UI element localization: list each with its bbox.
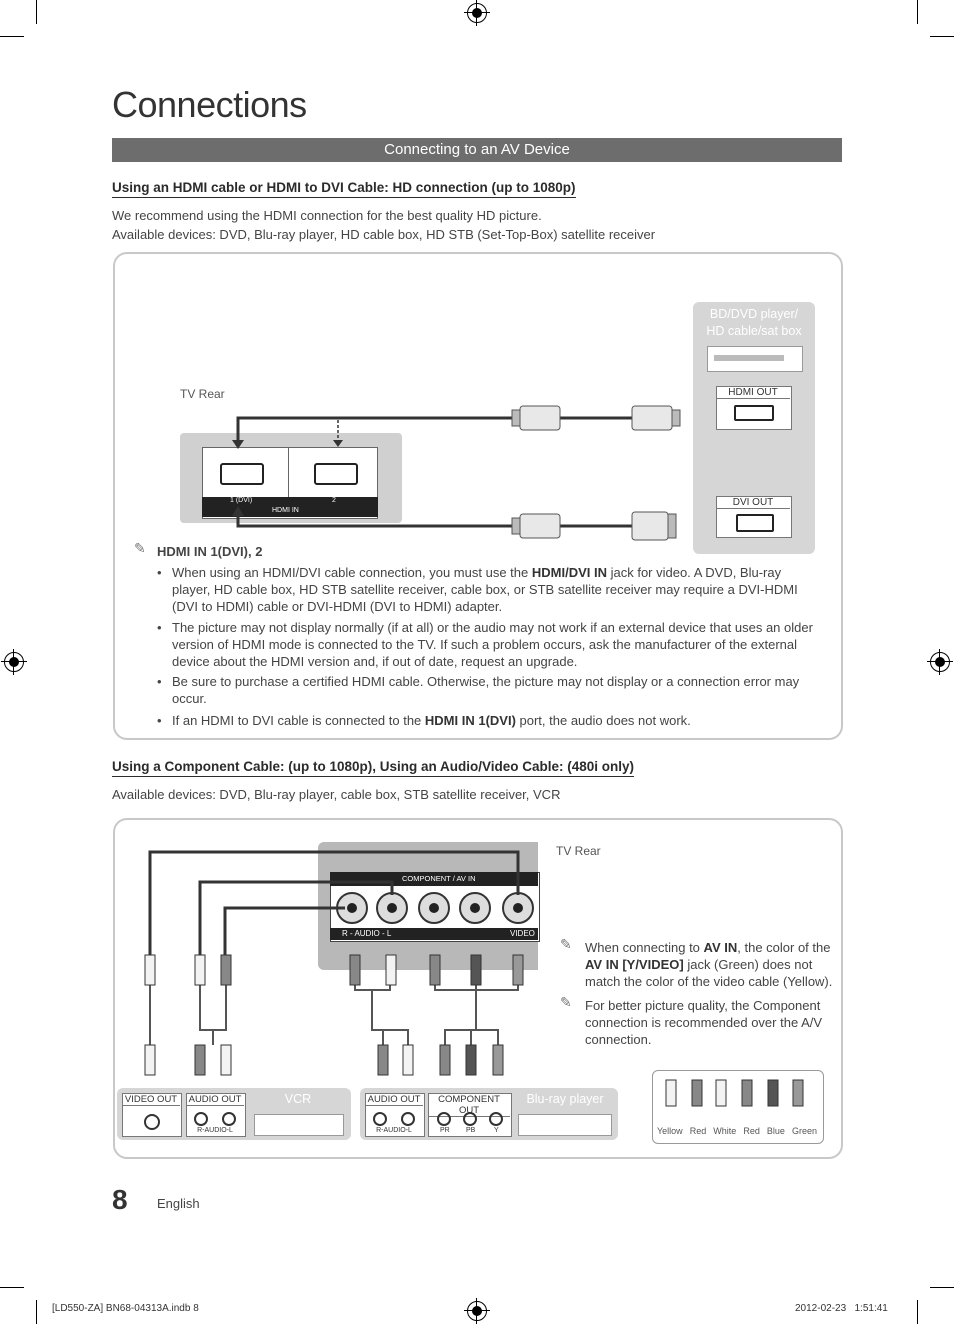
y-jack-icon xyxy=(489,1112,503,1126)
component-panel-label: COMPONENT / AV IN xyxy=(402,874,476,883)
note1-text-mid: , the color of the xyxy=(737,940,831,955)
hdmi-out-port-box xyxy=(716,386,792,430)
hdmi-port-2-icon xyxy=(314,463,358,485)
legend-plugs xyxy=(665,1079,804,1107)
bluray-audio-jack-l-icon xyxy=(401,1112,415,1126)
note1-text-end: jack (Green) does not match the color of… xyxy=(585,957,833,989)
hdmi-intro-1: We recommend using the HDMI connection f… xyxy=(112,208,542,223)
video-out-label: VIDEO OUT xyxy=(122,1094,180,1106)
hdmi-label-strip xyxy=(202,497,378,517)
legend-yellow: Yellow xyxy=(657,1126,683,1136)
legend-green: Green xyxy=(791,1126,817,1136)
dvd-player-image xyxy=(707,346,803,372)
footer-file-info: [LD550-ZA] BN68-04313A.indb 8 xyxy=(52,1303,199,1314)
crop-mark xyxy=(917,1300,918,1324)
registration-mark-icon xyxy=(1,649,27,675)
component-tv-rear-label: TV Rear xyxy=(556,844,601,858)
registration-mark-icon xyxy=(927,649,953,675)
bluray-image xyxy=(518,1114,612,1136)
vcr-r-audio-l: R-AUDIO-L xyxy=(197,1127,233,1134)
note1-bold-1: AV IN xyxy=(703,940,738,955)
hdmi-out-port-icon xyxy=(734,405,774,421)
vcr-audio-out-box xyxy=(186,1093,246,1137)
legend-white: White xyxy=(713,1126,737,1136)
hdmi-bullet-1-text: When using an HDMI/DVI cable connection,… xyxy=(172,565,532,580)
note1-bold-2: AV IN [Y/VIDEO] xyxy=(585,957,684,972)
bluray-audio-jack-r-icon xyxy=(373,1112,387,1126)
bluray-r-audio-l: R-AUDIO-L xyxy=(376,1127,412,1134)
dvi-out-label: DVI OUT xyxy=(716,497,790,509)
note-pencil-icon: ✎ xyxy=(134,540,146,556)
crop-mark xyxy=(0,1287,24,1288)
hdmi-cable-diagram xyxy=(232,405,681,541)
source-device-label: BD/DVD player/ HD cable/sat box xyxy=(693,306,815,340)
source-device-line2: HD cable/sat box xyxy=(706,324,802,338)
pr-jack-icon xyxy=(437,1112,451,1126)
hdmi-port-1-icon xyxy=(220,463,264,485)
vcr-audio-jack-r-icon xyxy=(194,1112,208,1126)
note-pencil-icon: ✎ xyxy=(560,994,572,1010)
crop-mark xyxy=(36,0,37,24)
legend-blue: Blue xyxy=(766,1126,785,1136)
port-divider xyxy=(288,447,289,497)
bluray-audio-out-label: AUDIO OUT xyxy=(365,1094,423,1106)
registration-mark-icon xyxy=(464,1298,490,1324)
hdmi-bullet-4: If an HDMI to DVI cable is connected to … xyxy=(157,712,822,729)
note-pencil-icon: ✎ xyxy=(560,936,572,952)
r-audio-l-label: R - AUDIO - L xyxy=(342,929,392,938)
component-intro: Available devices: DVD, Blu-ray player, … xyxy=(112,787,561,802)
hdmi-port-1-label: 1 (DVI) xyxy=(230,497,253,504)
pr-label: PR xyxy=(440,1127,450,1134)
hdmi-intro-2: Available devices: DVD, Blu-ray player, … xyxy=(112,227,656,242)
footer-timestamp: 2012-02-23 1:51:41 xyxy=(795,1303,888,1314)
crop-mark xyxy=(930,36,954,37)
component-heading: Using a Component Cable: (up to 1080p), … xyxy=(112,759,635,777)
hdmi-bullet-1-bold: HDMI/DVI IN xyxy=(531,565,607,580)
vcr-image xyxy=(254,1114,344,1136)
section-bar: Connecting to an AV Device xyxy=(112,138,842,162)
vcr-audio-jack-l-icon xyxy=(222,1112,236,1126)
bluray-label: Blu-ray player xyxy=(526,1092,604,1106)
hdmi-bullet-4-bold: HDMI IN 1(DVI) xyxy=(424,713,516,728)
pb-jack-icon xyxy=(463,1112,477,1126)
legend-labels: Yellow Red White Red Blue Green xyxy=(657,1126,817,1136)
hdmi-bullet-3: Be sure to purchase a certified HDMI cab… xyxy=(157,673,822,707)
vcr-label: VCR xyxy=(284,1092,312,1106)
tv-rear-label: TV Rear xyxy=(180,387,225,401)
hdmi-bullet-2: The picture may not display normally (if… xyxy=(157,619,822,670)
legend-red: Red xyxy=(689,1126,707,1136)
source-device-line1: BD/DVD player/ xyxy=(709,307,799,321)
hdmi-bullet-4-text-end: port, the audio does not work. xyxy=(515,713,691,728)
crop-mark xyxy=(917,0,918,24)
component-note-2: For better picture quality, the Componen… xyxy=(585,998,823,1047)
crop-mark xyxy=(36,1300,37,1324)
hdmi-heading: Using an HDMI cable or HDMI to DVI Cable… xyxy=(112,180,576,198)
hdmi-bullet-1: When using an HDMI/DVI cable connection,… xyxy=(157,564,822,615)
video-tag: VIDEO xyxy=(510,929,535,938)
video-out-jack-icon xyxy=(144,1114,160,1130)
page-language: English xyxy=(157,1196,200,1211)
component-bottom-strip xyxy=(330,928,538,940)
dvi-out-port-icon xyxy=(736,514,774,532)
page-title: Connections xyxy=(112,84,307,125)
y-label: Y xyxy=(494,1127,499,1134)
hdmi-out-label: HDMI OUT xyxy=(716,387,790,399)
hdmi-in-label: HDMI IN xyxy=(272,507,299,514)
legend-red-2: Red xyxy=(743,1126,760,1136)
page-number: 8 xyxy=(112,1184,128,1215)
pb-label: PB xyxy=(466,1127,476,1134)
vcr-audio-out-label: AUDIO OUT xyxy=(186,1094,244,1106)
hdmi-bullet-4-text: If an HDMI to DVI cable is connected to … xyxy=(172,713,425,728)
registration-mark-icon xyxy=(464,0,490,26)
hdmi-note-title: HDMI IN 1(DVI), 2 xyxy=(157,544,263,559)
component-note-1: When connecting to AV IN, the color of t… xyxy=(585,939,835,990)
crop-mark xyxy=(930,1287,954,1288)
dvd-tray xyxy=(714,355,784,361)
crop-mark xyxy=(0,36,24,37)
component-cable-diagram xyxy=(144,850,534,1076)
hdmi-bullet-1-text-end: jack for video. A DVD, Blu-ray player, H… xyxy=(172,565,798,614)
note1-text: When connecting to xyxy=(585,940,704,955)
hdmi-port-2-label: 2 xyxy=(332,497,336,504)
